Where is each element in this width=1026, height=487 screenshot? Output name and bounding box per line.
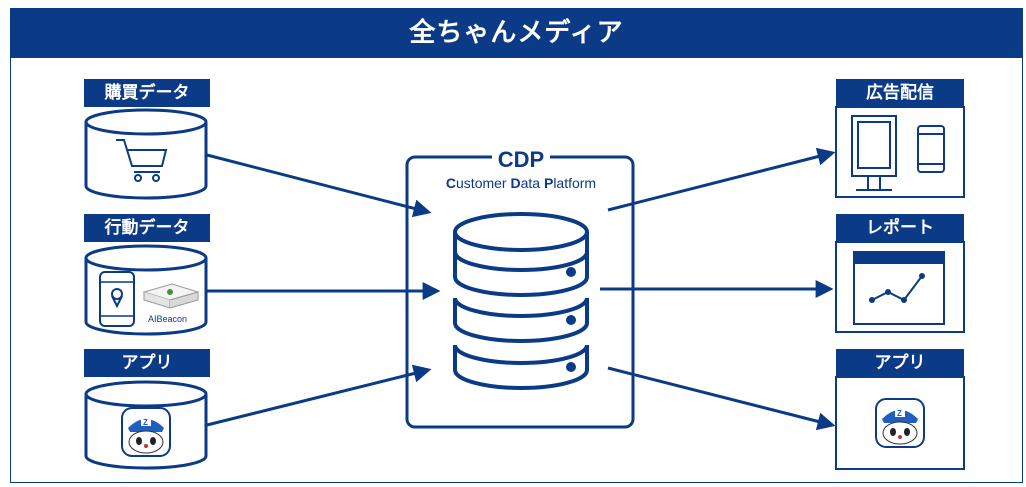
flow-arrows <box>206 147 836 431</box>
cdp-subtitle: Customer Data Platform <box>410 175 632 191</box>
cdp-subtitle-part: ata <box>520 175 544 191</box>
source-cylinder-purchase <box>84 108 208 200</box>
output-label-ads: 広告配信 <box>836 79 964 107</box>
output-label-report: レポート <box>836 214 964 242</box>
source-label-app: アプリ <box>84 349 210 377</box>
diagram-frame <box>10 58 1023 483</box>
cdp-title-text: CDP <box>491 147 551 172</box>
shopping-cart-icon <box>116 139 168 182</box>
cdp-subtitle-part: C <box>445 175 457 191</box>
source-label-behavior: 行動データ <box>84 214 210 242</box>
cdp-subtitle-part: D <box>510 175 521 191</box>
arrow-cdp-to-app <box>607 366 836 431</box>
smartphone-beacon-icon <box>99 271 200 327</box>
arrow-cdp-to-ads <box>607 147 836 212</box>
beacon-brand-label: AIBeacon <box>148 314 187 324</box>
line-chart-icon <box>853 251 945 325</box>
database-indicator-dots <box>566 267 576 372</box>
output-label-app: アプリ <box>836 349 964 377</box>
mascot-app-icon: Z <box>875 398 925 448</box>
cdp-subtitle-part: P <box>543 175 554 191</box>
database-icon <box>453 212 589 390</box>
svg-text:Z: Z <box>143 418 148 427</box>
mascot-app-icon: Z <box>121 407 171 457</box>
page-title: 全ちゃんメディア <box>10 8 1023 58</box>
cdp-subtitle-part: ustomer <box>456 175 511 191</box>
arrow-purchase-to-cdp <box>206 153 432 218</box>
cdp-title: CDP <box>410 147 632 173</box>
source-label-purchase: 購買データ <box>84 79 210 107</box>
cdp-subtitle-part: latform <box>553 175 597 191</box>
signage-and-phone-icon <box>851 115 945 191</box>
arrow-app-to-cdp <box>206 364 432 427</box>
svg-text:Z: Z <box>897 409 902 418</box>
